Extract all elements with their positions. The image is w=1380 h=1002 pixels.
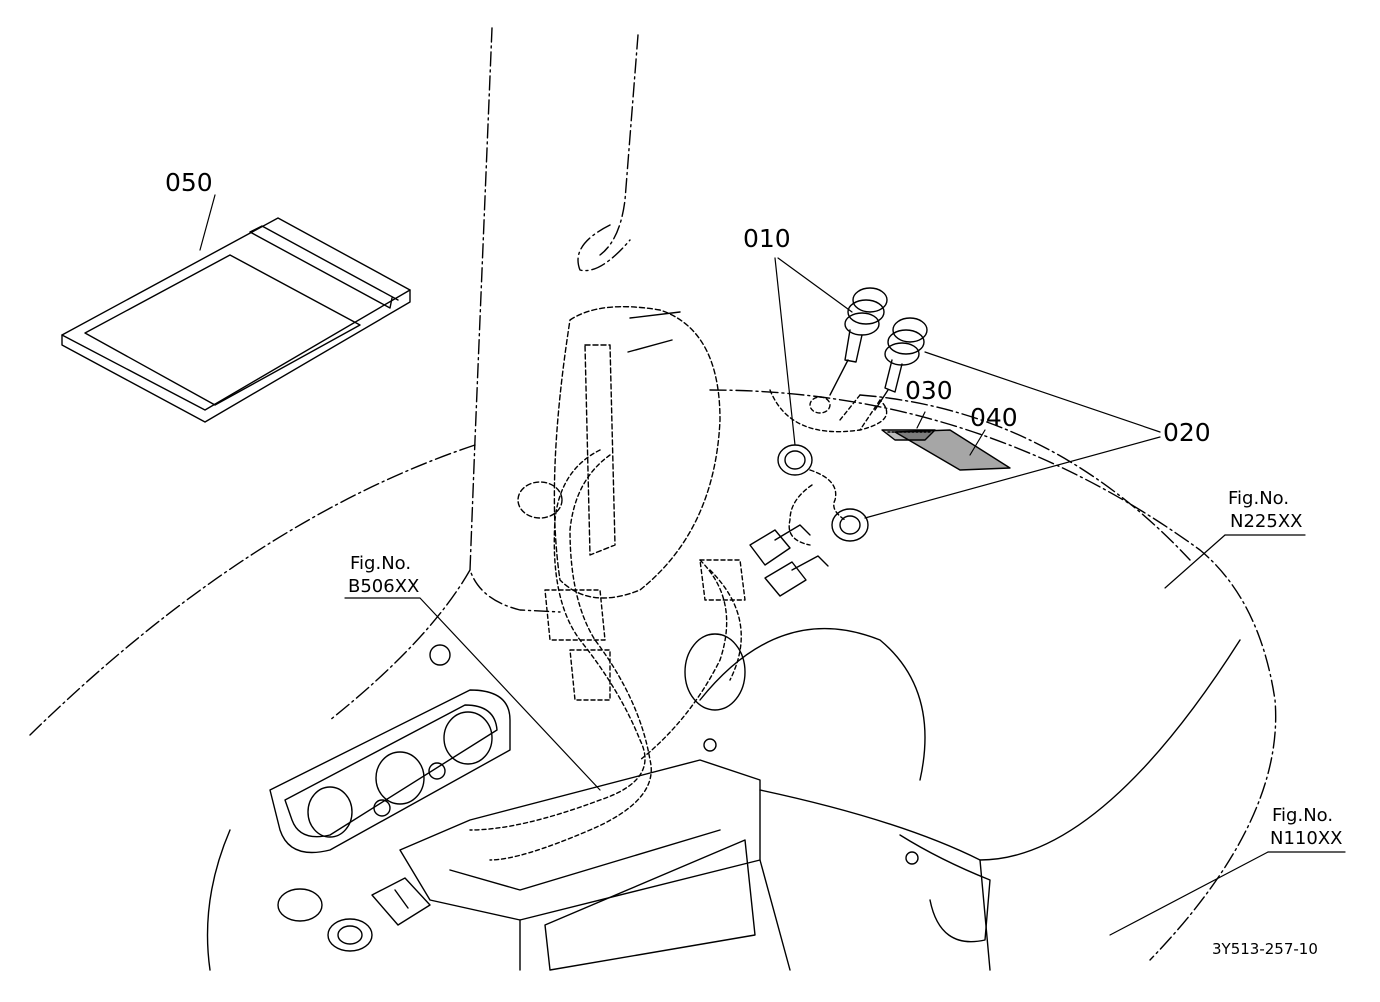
fig-ref-title-b506xx: Fig.No. [350,553,412,574]
lamp-housing [517,306,721,599]
leader-lines [199,194,1346,936]
fig-ref-code-n110xx: N110XX [1270,828,1343,849]
console-body [206,627,1241,971]
switch-panel [269,689,511,854]
part-label-010: 010 [743,224,791,253]
power-outlets [277,877,431,952]
bulb-010 [829,287,928,411]
drawing-code: 3Y513-257-10 [1212,940,1318,958]
socket-020 [777,444,869,542]
wiring-harness [469,389,888,861]
fig-ref-code-b506xx: B506XX [348,576,420,597]
part-label-050: 050 [165,168,213,197]
connectors [749,524,829,597]
fig-ref-title-n225xx: Fig.No. [1228,488,1290,509]
fig-ref-title-n110xx: Fig.No. [1272,805,1334,826]
cab-pillar [469,27,639,613]
fig-ref-code-n225xx: N225XX [1230,511,1303,532]
label-040 [894,429,1011,471]
manual-document [61,217,411,423]
dashboard-outline [29,389,1277,961]
part-label-040: 040 [970,403,1018,432]
part-label-030: 030 [905,376,953,405]
part-label-020: 020 [1163,418,1211,447]
